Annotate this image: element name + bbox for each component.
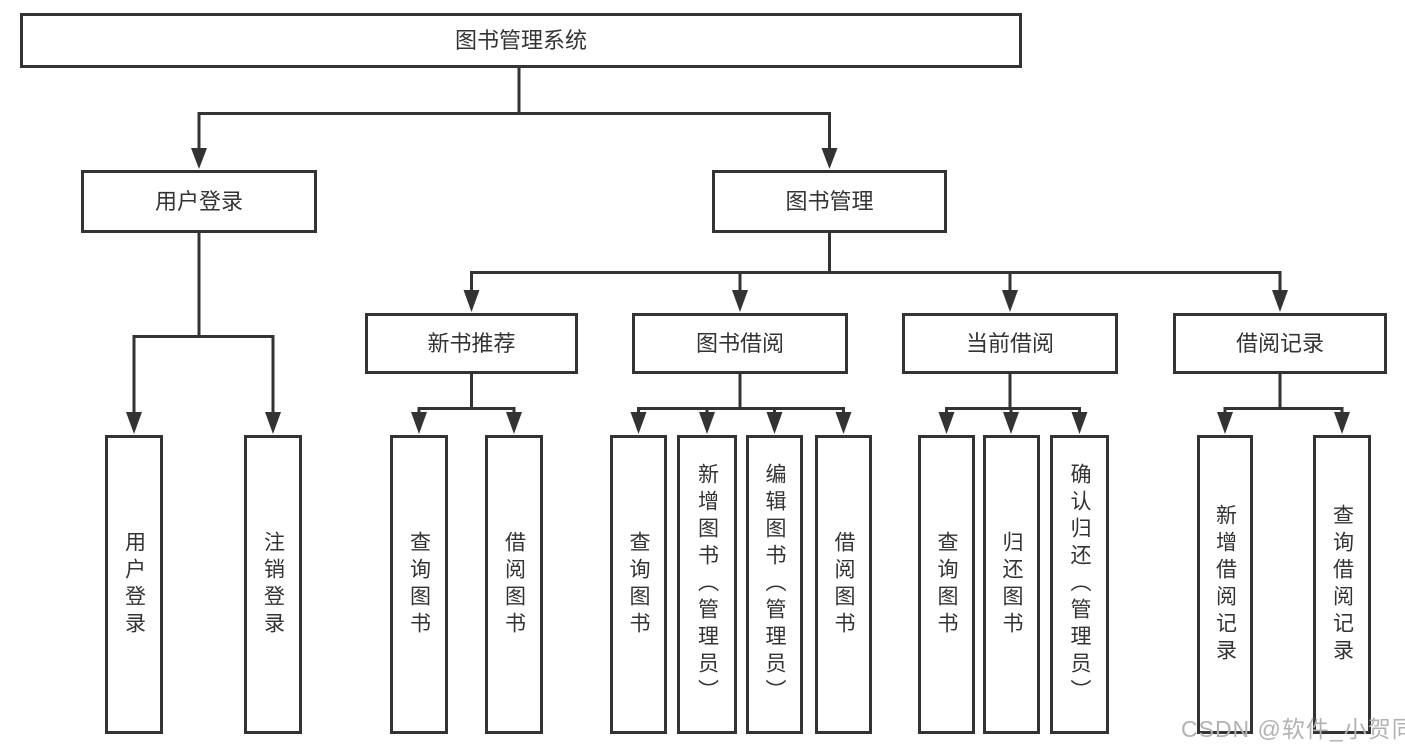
leaf-query-books-borrow: 查询图书 <box>610 435 667 734</box>
node-book-borrow: 图书借阅 <box>632 313 848 374</box>
csdn-watermark: CSDN @软件_小贺同学 <box>1181 716 1405 742</box>
leaf-return-books: 归还图书 <box>983 435 1040 734</box>
node-root-system: 图书管理系统 <box>20 13 1022 68</box>
leaf-add-borrow-record: 新增借阅记录 <box>1197 435 1253 734</box>
leaf-query-borrow-record: 查询借阅记录 <box>1313 435 1371 734</box>
leaf-borrow-books: 借阅图书 <box>815 435 872 734</box>
leaf-logout: 注销登录 <box>244 435 302 734</box>
node-book-management: 图书管理 <box>712 170 947 233</box>
leaf-user-login: 用户登录 <box>105 435 163 734</box>
leaf-edit-books-admin: 编辑图书（管理员） <box>746 435 803 734</box>
node-current-borrow: 当前借阅 <box>902 313 1118 374</box>
node-new-book-recommend: 新书推荐 <box>365 313 578 374</box>
leaf-confirm-return-admin: 确认归还（管理员） <box>1050 435 1109 734</box>
node-user-login-branch: 用户登录 <box>81 170 317 233</box>
node-borrow-records: 借阅记录 <box>1173 313 1387 374</box>
arrowheads <box>126 148 1350 434</box>
leaf-add-books-admin: 新增图书（管理员） <box>677 435 737 734</box>
leaf-borrow-books-recommend: 借阅图书 <box>485 435 543 734</box>
leaf-query-books-current: 查询图书 <box>918 435 975 734</box>
leaf-query-books-recommend: 查询图书 <box>390 435 448 734</box>
